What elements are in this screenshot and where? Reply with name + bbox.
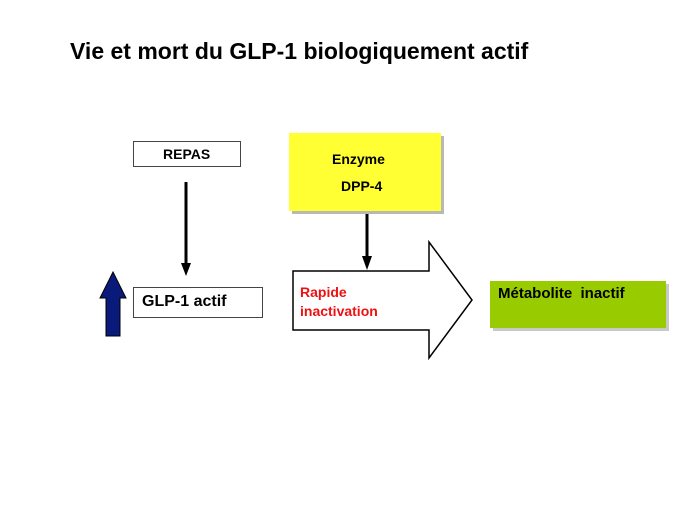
- repas-box: REPAS: [133, 141, 241, 167]
- rapide-label: Rapide: [300, 284, 347, 300]
- dpp4-label: DPP-4: [341, 178, 383, 194]
- inactivation-label: inactivation: [300, 303, 378, 319]
- metabolite-label: Métabolite inactif: [498, 285, 625, 302]
- rapide-inactivation-text: Rapide inactivation: [300, 283, 378, 321]
- inactivation-block-arrow: [292, 239, 473, 361]
- metabolite-box: Métabolite inactif: [490, 281, 666, 328]
- glp1-box: GLP-1 actif: [133, 287, 263, 318]
- repas-to-glp1-arrowhead: [181, 263, 191, 276]
- increase-up-arrow-icon: [99, 270, 127, 337]
- repas-label: REPAS: [163, 146, 211, 162]
- enzyme-dpp4-box: Enzyme DPP-4: [289, 133, 441, 211]
- enzyme-to-inactivation-arrowhead: [362, 256, 372, 270]
- enzyme-label: Enzyme: [332, 151, 385, 167]
- glp1-label: GLP-1 actif: [142, 293, 227, 310]
- page-title: Vie et mort du GLP-1 biologiquement acti…: [70, 38, 529, 64]
